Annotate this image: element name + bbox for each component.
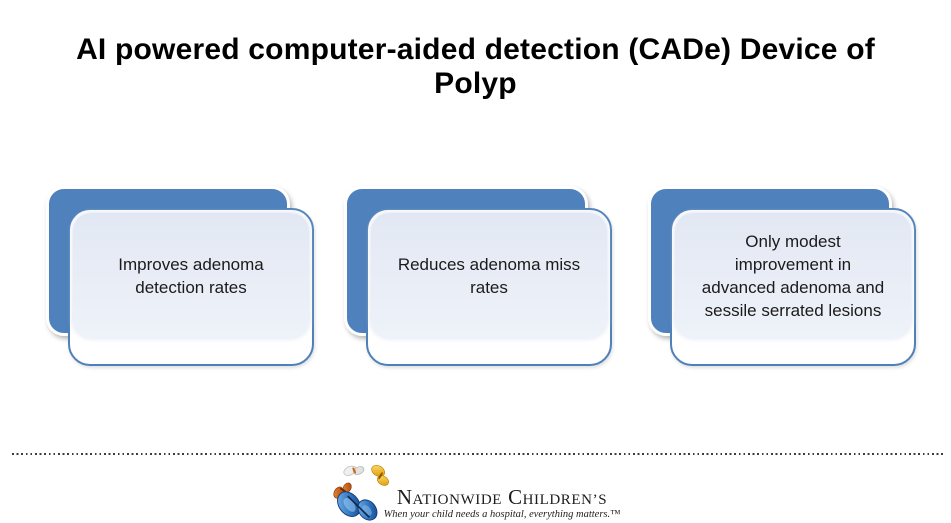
separator-dotted-line [12, 453, 945, 455]
slide-title-line-1: AI powered computer-aided detection (CAD… [76, 33, 875, 67]
card-text-line: Only modest [745, 231, 841, 251]
slide-title: AI powered computer-aided detection (CAD… [0, 33, 951, 101]
card-text: Improves adenoma detection rates [118, 253, 264, 299]
card-text: Only modest improvement in advanced aden… [702, 230, 884, 322]
logo-wordmark: Nationwide Children’s [397, 487, 607, 508]
card-text-line: rates [470, 277, 508, 297]
card-front-box: Improves adenoma detection rates [68, 208, 314, 366]
card-front-box: Only modest improvement in advanced aden… [670, 208, 916, 366]
logo-initial: C [508, 485, 523, 509]
card-panel: Improves adenoma detection rates [73, 213, 309, 338]
card-group-improves-adenoma: Improves adenoma detection rates [46, 186, 314, 366]
card-front-box: Reduces adenoma miss rates [366, 208, 612, 366]
logo-tagline: When your child needs a hospital, everyt… [383, 509, 621, 520]
butterflies-icon [332, 465, 389, 521]
logo-initial: N [396, 485, 413, 509]
logo-word-rest: ationwide [412, 492, 503, 508]
logo-text: Nationwide Children’s When your child nee… [384, 487, 621, 523]
card-text: Reduces adenoma miss rates [398, 253, 580, 299]
card-text-line: Improves adenoma [118, 254, 264, 274]
card-text-line: advanced adenoma and [701, 277, 885, 297]
card-panel: Only modest improvement in advanced aden… [675, 213, 911, 338]
nationwide-childrens-logo: Nationwide Children’s When your child nee… [331, 460, 621, 523]
card-text-line: detection rates [135, 277, 247, 297]
card-text-line: improvement in [734, 254, 852, 274]
logo-word-rest: hildren’s [522, 492, 608, 508]
footer: Nationwide Children’s When your child nee… [0, 460, 951, 523]
card-group-reduces-miss-rates: Reduces adenoma miss rates [344, 186, 612, 366]
slide-title-line-2: Polyp [434, 67, 517, 101]
card-text-line: Reduces adenoma miss [397, 254, 581, 274]
card-group-modest-improvement: Only modest improvement in advanced aden… [648, 186, 916, 366]
card-text-line: sessile serrated lesions [704, 300, 882, 320]
card-panel: Reduces adenoma miss rates [371, 213, 607, 338]
